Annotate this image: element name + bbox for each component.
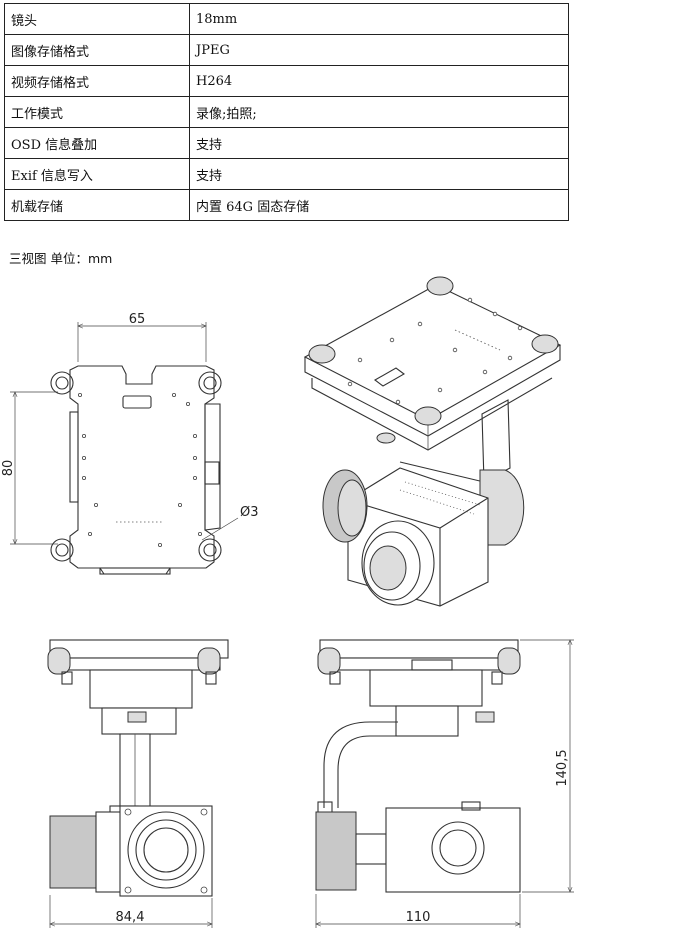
spec-row: OSD 信息叠加支持 (4, 127, 569, 159)
spec-value: 支持 (189, 127, 569, 159)
spec-value: 内置 64G 固态存储 (189, 189, 569, 221)
dim-top-height (10, 392, 58, 544)
spec-value: H264 (189, 65, 569, 97)
dim-label-hole: Ø3 (240, 505, 259, 520)
dim-label-front-width: 84,4 (116, 910, 145, 925)
dim-side-width (316, 894, 520, 928)
spec-value: 支持 (189, 158, 569, 190)
spec-row: 机载存储内置 64G 固态存储 (4, 189, 569, 221)
dim-top-width (78, 322, 206, 362)
spec-value: 录像;拍照; (189, 96, 569, 128)
dim-label-top-height: 80 (1, 460, 16, 477)
top-view-drawing (50, 365, 222, 575)
front-view-drawing (47, 639, 229, 897)
dim-hole-leader (201, 517, 239, 541)
isometric-view-drawing (303, 276, 562, 607)
spec-value: 18mm (189, 3, 569, 35)
spec-row: Exif 信息写入支持 (4, 158, 569, 190)
spec-label: Exif 信息写入 (4, 158, 190, 190)
spec-label: 工作模式 (4, 96, 190, 128)
views-caption: 三视图 单位：mm (9, 251, 113, 266)
dim-label-top-width: 65 (129, 312, 146, 327)
dim-side-height (520, 640, 574, 892)
dim-front-width (50, 895, 212, 928)
spec-label: 机载存储 (4, 189, 190, 221)
dim-label-side-width: 110 (406, 910, 431, 925)
spec-value: JPEG (189, 34, 569, 66)
side-view-drawing (315, 639, 521, 893)
spec-label: OSD 信息叠加 (4, 127, 190, 159)
spec-row: 工作模式录像;拍照; (4, 96, 569, 128)
dim-label-side-height: 140,5 (555, 749, 570, 786)
spec-label: 镜头 (4, 3, 190, 35)
